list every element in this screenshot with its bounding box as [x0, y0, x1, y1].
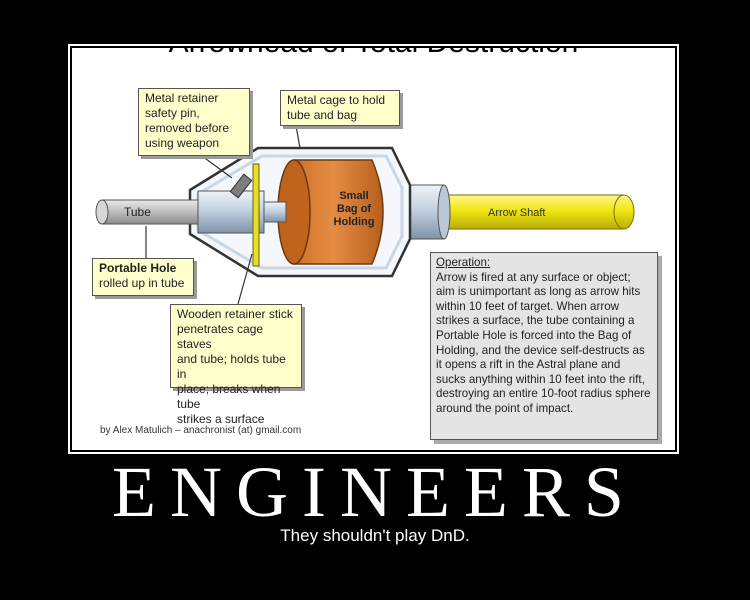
- poster-subline: They shouldn't play DnD.: [280, 526, 470, 545]
- arrow-shaft-label: Arrow Shaft: [488, 207, 545, 219]
- callout-wooden-stick: Wooden retainer stick penetrates cage st…: [170, 304, 302, 426]
- operation-box: Operation: Arrow is fired at any surface…: [430, 252, 658, 440]
- operation-title: Operation:: [436, 256, 491, 269]
- safety-pin: [229, 173, 253, 199]
- arrow-shaft-end: [613, 194, 635, 230]
- callout-metal-cage: Metal cage to hold tube and bag: [280, 90, 400, 126]
- poster-headline: ENGINEERS: [112, 452, 638, 532]
- callout-safety-pin: Metal retainer safety pin, removed befor…: [138, 88, 250, 156]
- callout-portable-hole: Portable Hole rolled up in tube: [92, 258, 194, 296]
- shaft-collar-face: [437, 184, 451, 240]
- author-credit: by Alex Matulich – anachronist (at) gmai…: [100, 425, 302, 436]
- operation-text: Arrow is fired at any surface or object;…: [436, 270, 651, 415]
- tube-label: Tube: [124, 205, 151, 219]
- wooden-retainer-stick: [252, 163, 260, 267]
- diagram-panel: Arrowhead of Total Destruction: [72, 48, 675, 450]
- bag-label: Small Bag of Holding: [333, 190, 375, 228]
- diagram-drawing: Tube Arrow Shaft: [95, 125, 635, 305]
- pointer-lines: [145, 125, 301, 305]
- poster-frame: [68, 44, 679, 454]
- portable-hole-text: rolled up in tube: [99, 276, 185, 290]
- portable-hole-title: Portable Hole: [99, 261, 177, 275]
- tube-tip: [263, 201, 287, 223]
- tube-end: [95, 199, 109, 225]
- diagram-title: Arrowhead of Total Destruction: [72, 48, 675, 60]
- cage-inner: [196, 154, 404, 270]
